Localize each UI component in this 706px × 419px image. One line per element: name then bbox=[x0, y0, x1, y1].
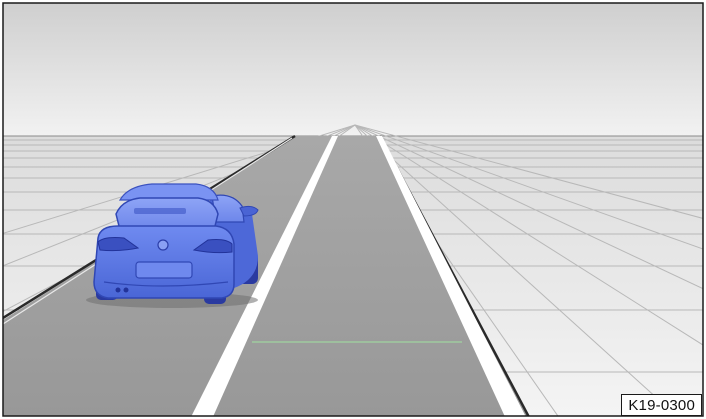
figure-code-label: K19-0300 bbox=[621, 394, 702, 416]
sky bbox=[3, 3, 703, 137]
